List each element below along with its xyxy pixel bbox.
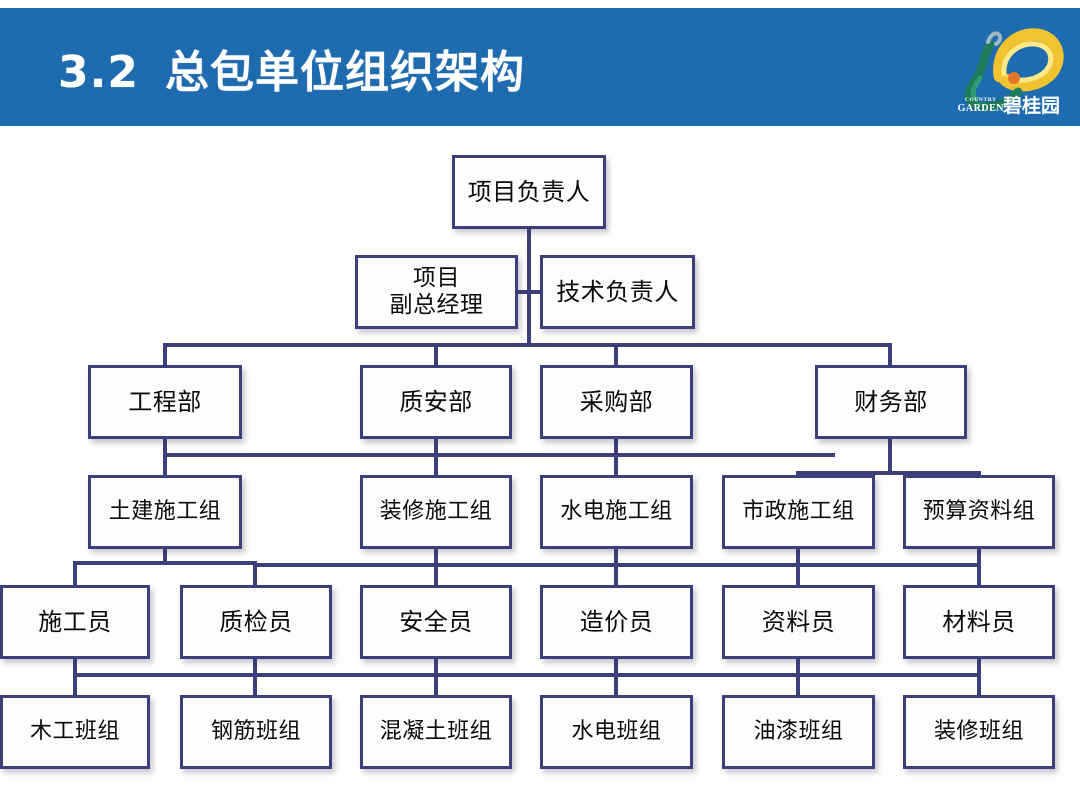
node-label-line2: 副总经理 (389, 292, 484, 318)
node-decoration-team[interactable]: 装修班组 (903, 695, 1055, 769)
node-label: 技术负责人 (556, 277, 679, 306)
connector-stem-material-clerk (977, 659, 981, 697)
node-label: 资料员 (761, 607, 836, 636)
node-site-engineer[interactable]: 施工员 (0, 585, 150, 659)
node-material-clerk[interactable]: 材料员 (903, 585, 1055, 659)
node-label: 施工员 (38, 607, 112, 636)
node-municipal-construction-group[interactable]: 市政施工组 (722, 475, 875, 549)
connector-drop-quality (434, 343, 438, 367)
node-label: 安全员 (399, 607, 473, 636)
node-label: 装修施工组 (379, 499, 493, 525)
connector-stem-quality (434, 439, 438, 455)
connector-stem-civil-group (163, 549, 167, 565)
connector-root-stem (527, 229, 531, 347)
node-painting-team[interactable]: 油漆班组 (722, 695, 875, 769)
node-label: 油漆班组 (753, 719, 844, 745)
logo-mark-icon (964, 28, 1064, 112)
node-deputy-general-manager[interactable]: 项目 副总经理 (355, 255, 518, 329)
node-technical-director[interactable]: 技术负责人 (540, 255, 695, 329)
logo-chinese-text: 碧桂园 (1002, 95, 1060, 117)
connector-drop-decoration-group (434, 453, 438, 477)
node-carpentry-team[interactable]: 木工班组 (0, 695, 150, 769)
node-label: 土建施工组 (108, 499, 222, 525)
node-mep-team[interactable]: 水电班组 (540, 695, 693, 769)
connector-level3-bus (163, 343, 892, 347)
node-document-clerk[interactable]: 资料员 (722, 585, 875, 659)
node-quality-safety-department[interactable]: 质安部 (360, 365, 512, 439)
node-label: 财务部 (854, 387, 928, 416)
node-label: 混凝土班组 (379, 719, 493, 745)
connector-level6-bus (73, 673, 980, 677)
node-project-manager[interactable]: 项目负责人 (452, 155, 606, 229)
node-civil-construction-group[interactable]: 土建施工组 (88, 475, 242, 549)
connector-stem-procurement (614, 439, 618, 455)
node-label: 钢筋班组 (210, 719, 301, 745)
node-label-line1: 项目 (413, 264, 460, 291)
node-budget-documentation-group[interactable]: 预算资料组 (903, 475, 1055, 549)
node-label: 水电施工组 (560, 499, 673, 525)
connector-stem-engineering (163, 439, 167, 455)
connector-level4-bus-left (163, 453, 835, 457)
node-label: 采购部 (579, 387, 654, 416)
connector-drop-mep-group (614, 453, 618, 477)
node-label: 材料员 (942, 607, 1016, 636)
node-decoration-construction-group[interactable]: 装修施工组 (360, 475, 512, 549)
connector-stem-mep-group (614, 549, 618, 587)
page-title: 3.2 总包单位组织架构 (58, 36, 525, 100)
connector-stem-document-clerk (796, 659, 800, 697)
connector-drop-finance (888, 343, 892, 367)
node-engineering-department[interactable]: 工程部 (88, 365, 242, 439)
node-concrete-team[interactable]: 混凝土班组 (360, 695, 512, 769)
node-label: 造价员 (579, 607, 654, 636)
node-label: 质安部 (399, 387, 473, 416)
connector-level5-bus-left (73, 561, 255, 565)
section-number: 3.2 (58, 47, 139, 98)
node-finance-department[interactable]: 财务部 (815, 365, 967, 439)
node-procurement-department[interactable]: 采购部 (540, 365, 693, 439)
logo-english-main-text: GARDEN (957, 102, 1004, 114)
node-label: 市政施工组 (742, 499, 855, 525)
connector-root-to-deputy (516, 290, 542, 294)
node-label: 装修班组 (933, 719, 1024, 745)
connector-stem-finance (888, 439, 892, 475)
org-chart: 项目负责人 项目 副总经理 技术负责人 工程部 质安部 采购部 财务部 土建施工… (0, 126, 1080, 810)
node-rebar-team[interactable]: 钢筋班组 (180, 695, 332, 769)
node-safety-officer[interactable]: 安全员 (360, 585, 512, 659)
connector-stem-budget-group (977, 549, 981, 587)
node-label: 质检员 (219, 607, 293, 636)
connector-drop-procurement (614, 343, 618, 367)
connector-drop-engineering (163, 343, 167, 367)
connector-drop-qc-inspector (253, 561, 257, 587)
node-label: 水电班组 (571, 719, 662, 745)
node-label: 工程部 (128, 387, 202, 416)
connector-stem-qc-inspector (253, 659, 257, 697)
node-cost-engineer[interactable]: 造价员 (540, 585, 693, 659)
node-mep-construction-group[interactable]: 水电施工组 (540, 475, 693, 549)
connector-stem-cost-engineer (614, 659, 618, 697)
connector-level4-bus-right (796, 471, 980, 475)
connector-stem-safety-officer (434, 659, 438, 697)
node-label: 预算资料组 (922, 499, 1036, 525)
node-quality-inspector[interactable]: 质检员 (180, 585, 332, 659)
node-label: 木工班组 (29, 719, 120, 745)
logo-english-small-text: COUNTRY (964, 96, 997, 103)
connector-drop-civil-group (163, 453, 167, 477)
title-text: 总包单位组织架构 (164, 47, 525, 98)
connector-drop-site-engineer (73, 561, 77, 587)
connector-stem-decoration-group (434, 549, 438, 587)
connector-stem-municipal-group (796, 549, 800, 587)
connector-stem-site-engineer (73, 659, 77, 697)
node-label: 项目负责人 (467, 177, 591, 206)
